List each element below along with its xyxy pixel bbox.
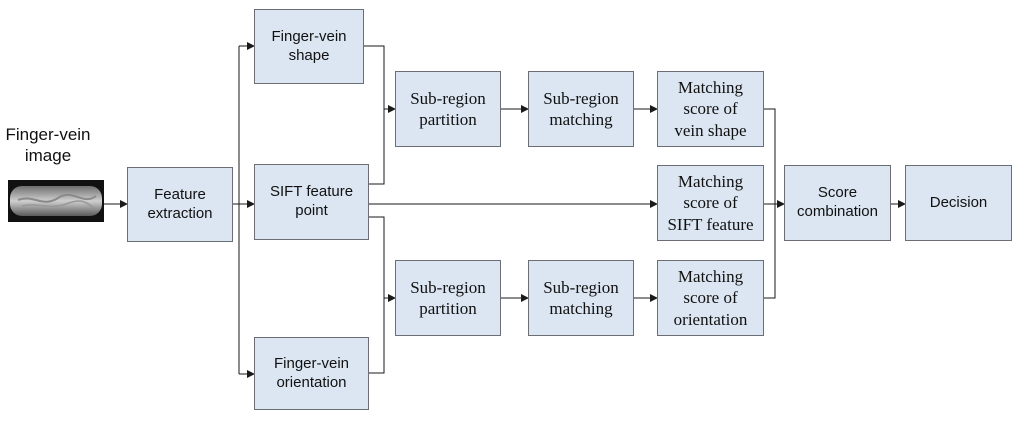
node-text: Matching (677, 172, 744, 192)
node-text: combination (797, 203, 878, 220)
node-sub-region-partition-top: Sub-region partition (395, 71, 501, 147)
node-text: orientation (673, 309, 748, 329)
input-image-label: Finger-vein image (0, 124, 96, 167)
node-text: Sub-region (543, 277, 619, 297)
node-text: SIFT feature (667, 214, 754, 234)
input-label-line: image (24, 146, 72, 166)
node-text: Score (817, 184, 858, 202)
node-text: orientation (276, 373, 347, 391)
node-text: partition (419, 110, 477, 129)
node-text: Sub-region (410, 88, 486, 108)
node-text: vein shape (674, 120, 747, 140)
node-text: Finger-vein (271, 27, 347, 45)
node-sub-region-partition-bottom: Sub-region partition (395, 260, 501, 336)
node-text: score of (683, 288, 738, 308)
node-text: point (295, 202, 328, 219)
node-text: Matching (677, 267, 744, 287)
node-decision: Decision (905, 165, 1012, 241)
node-text: matching (549, 110, 613, 129)
node-text: Decision (929, 193, 988, 211)
node-text: shape (288, 46, 330, 64)
node-text: Matching (677, 78, 744, 98)
finger-vein-thumbnail-icon (8, 180, 104, 222)
node-text: score of (683, 193, 738, 213)
node-sub-region-matching-top: Sub-region matching (528, 71, 634, 147)
input-label-line: Finger-vein (5, 125, 91, 144)
node-text: partition (419, 299, 477, 318)
node-text: matching (549, 299, 613, 318)
node-sub-region-matching-bottom: Sub-region matching (528, 260, 634, 336)
node-text: extraction (147, 204, 213, 222)
node-text: Finger-vein (273, 354, 350, 372)
node-text: score of (683, 99, 738, 119)
finger-vein-image (8, 180, 104, 222)
node-text: Sub-region (410, 277, 486, 297)
node-text: Sub-region (543, 88, 619, 108)
node-text: Feature (154, 185, 206, 203)
node-text: SIFT feature (269, 183, 354, 201)
